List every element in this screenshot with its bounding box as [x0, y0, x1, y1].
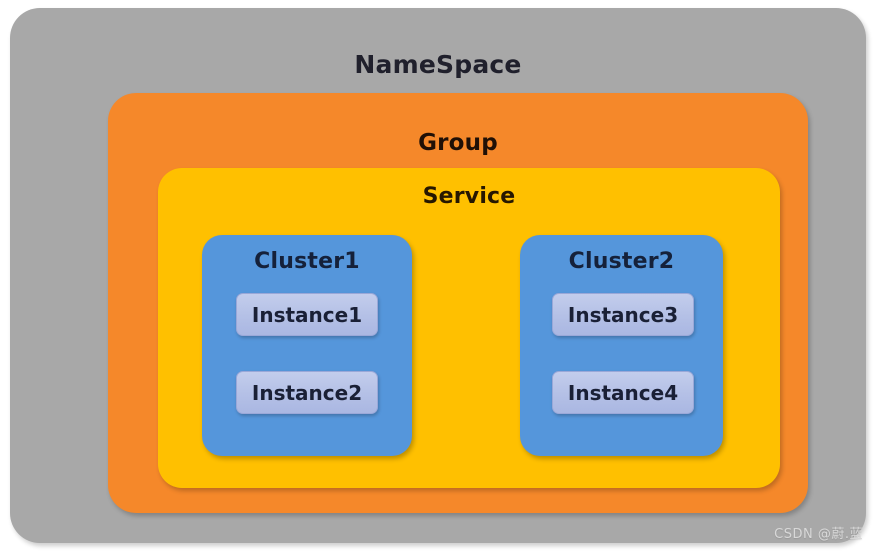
instance-box-2: Instance2	[236, 371, 378, 414]
instance-box-1: Instance1	[236, 293, 378, 336]
watermark: CSDN @蔚.蓝	[774, 527, 863, 542]
instance-box-4: Instance4	[552, 371, 694, 414]
instance-box-3: Instance3	[552, 293, 694, 336]
cluster-label-2: Cluster2	[568, 249, 675, 274]
cluster-container-2: Cluster2 Instance3 Instance4	[520, 235, 723, 456]
instance-label-3: Instance3	[567, 302, 679, 327]
cluster-label-1: Cluster1	[254, 249, 360, 274]
group-container: Group Service Cluster1 Instance1 Instanc…	[108, 93, 808, 513]
namespace-label: NameSpace	[354, 50, 522, 79]
group-label: Group	[418, 130, 498, 156]
instance-label-4: Instance4	[567, 380, 679, 405]
instance-label-2: Instance2	[251, 380, 363, 405]
service-container: Service Cluster1 Instance1 Instance2 Clu…	[158, 168, 780, 488]
cluster-container-1: Cluster1 Instance1 Instance2	[202, 235, 412, 456]
namespace-container: NameSpace Group Service Cluster1 Instanc…	[10, 8, 866, 543]
instance-label-1: Instance1	[251, 302, 363, 327]
service-label: Service	[422, 184, 516, 209]
